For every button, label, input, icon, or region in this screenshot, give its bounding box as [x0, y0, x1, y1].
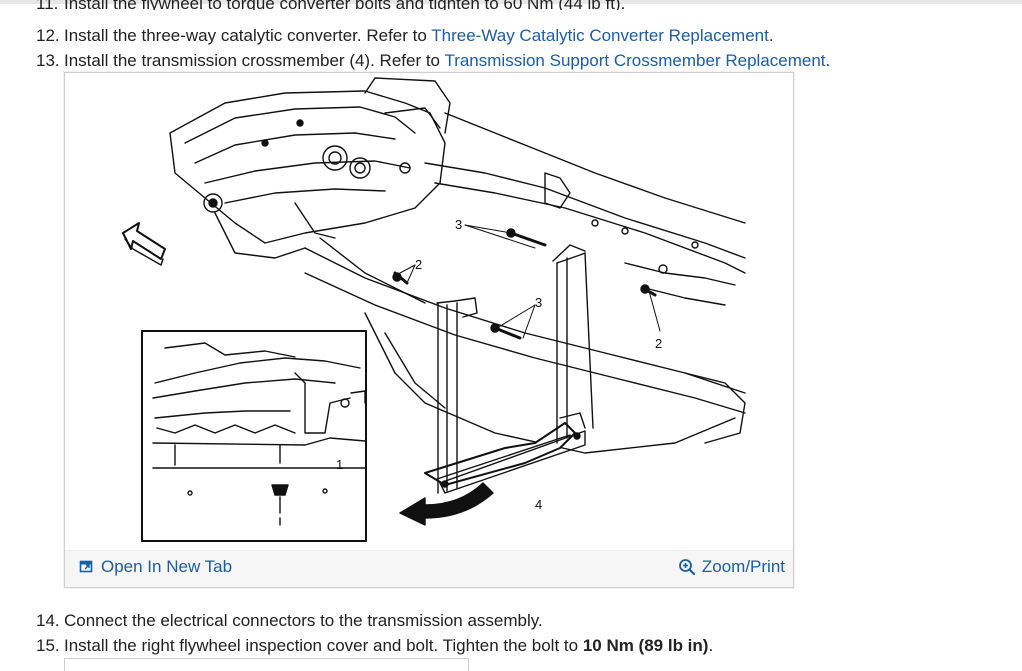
mount-guide-lines — [436, 244, 594, 494]
open-new-tab-icon — [79, 560, 93, 573]
step-text: Install the right flywheel inspection co… — [64, 636, 583, 655]
magnifier-plus-icon — [678, 559, 695, 576]
inset-detail — [141, 330, 367, 542]
removal-direction-arrow — [399, 482, 494, 526]
callout-2-left: 2 — [415, 257, 422, 272]
figure-container: 1 2 2 3 3 4 Open In New Tab Zoom/Print — [64, 72, 794, 588]
step-14: 14.Connect the electrical connectors to … — [36, 611, 543, 631]
front-arrow-icon — [122, 222, 166, 266]
step-number: 14. — [36, 611, 60, 630]
crossmember-diagram[interactable]: 1 2 2 3 3 4 — [65, 73, 793, 551]
step-number: 15. — [36, 636, 60, 655]
top-divider — [0, 0, 1022, 4]
step-text: Install the three-way catalytic converte… — [64, 26, 432, 45]
step-text: Install the flywheel to torque converter… — [64, 0, 626, 10]
callout-1: 1 — [336, 457, 343, 472]
step-text: Connect the electrical connectors to the… — [64, 611, 543, 630]
step-number: 13. — [36, 51, 60, 70]
step-12: 12.Install the three-way catalytic conve… — [36, 26, 774, 45]
link-transmission-support-crossmember[interactable]: Transmission Support Crossmember Replace… — [444, 51, 826, 70]
crossmember-bolts — [392, 228, 657, 340]
frame-rails — [304, 112, 746, 454]
callout-2-right: 2 — [655, 336, 662, 351]
open-in-new-tab-button[interactable]: Open In New Tab — [79, 557, 232, 577]
callout-3-top: 3 — [455, 217, 462, 232]
link-three-way-catalytic-converter[interactable]: Three-Way Catalytic Converter Replacemen… — [431, 26, 769, 45]
callout-3-middle: 3 — [535, 295, 542, 310]
torque-value: 10 Nm (89 lb in) — [582, 636, 709, 655]
step-11: 11. Install the flywheel to torque conver… — [36, 0, 625, 20]
figure-footer: Open In New Tab Zoom/Print — [65, 550, 793, 587]
callout-labels: 1 2 2 3 3 4 — [336, 217, 662, 512]
transmission-crossmember — [424, 412, 586, 494]
next-figure-container — [64, 658, 469, 671]
zoom-print-label: Zoom/Print — [701, 557, 785, 576]
callout-4: 4 — [535, 497, 542, 512]
step-15: 15.Install the right flywheel inspection… — [36, 636, 714, 655]
step-13: 13.Install the transmission crossmember … — [36, 51, 831, 70]
step-number: 12. — [36, 26, 60, 45]
step-text: Install the transmission crossmember (4)… — [64, 51, 445, 70]
open-in-new-tab-label: Open In New Tab — [101, 557, 233, 576]
zoom-print-button[interactable]: Zoom/Print — [678, 557, 785, 577]
step-number: 11. — [36, 0, 59, 10]
engine-cradle — [169, 77, 451, 304]
